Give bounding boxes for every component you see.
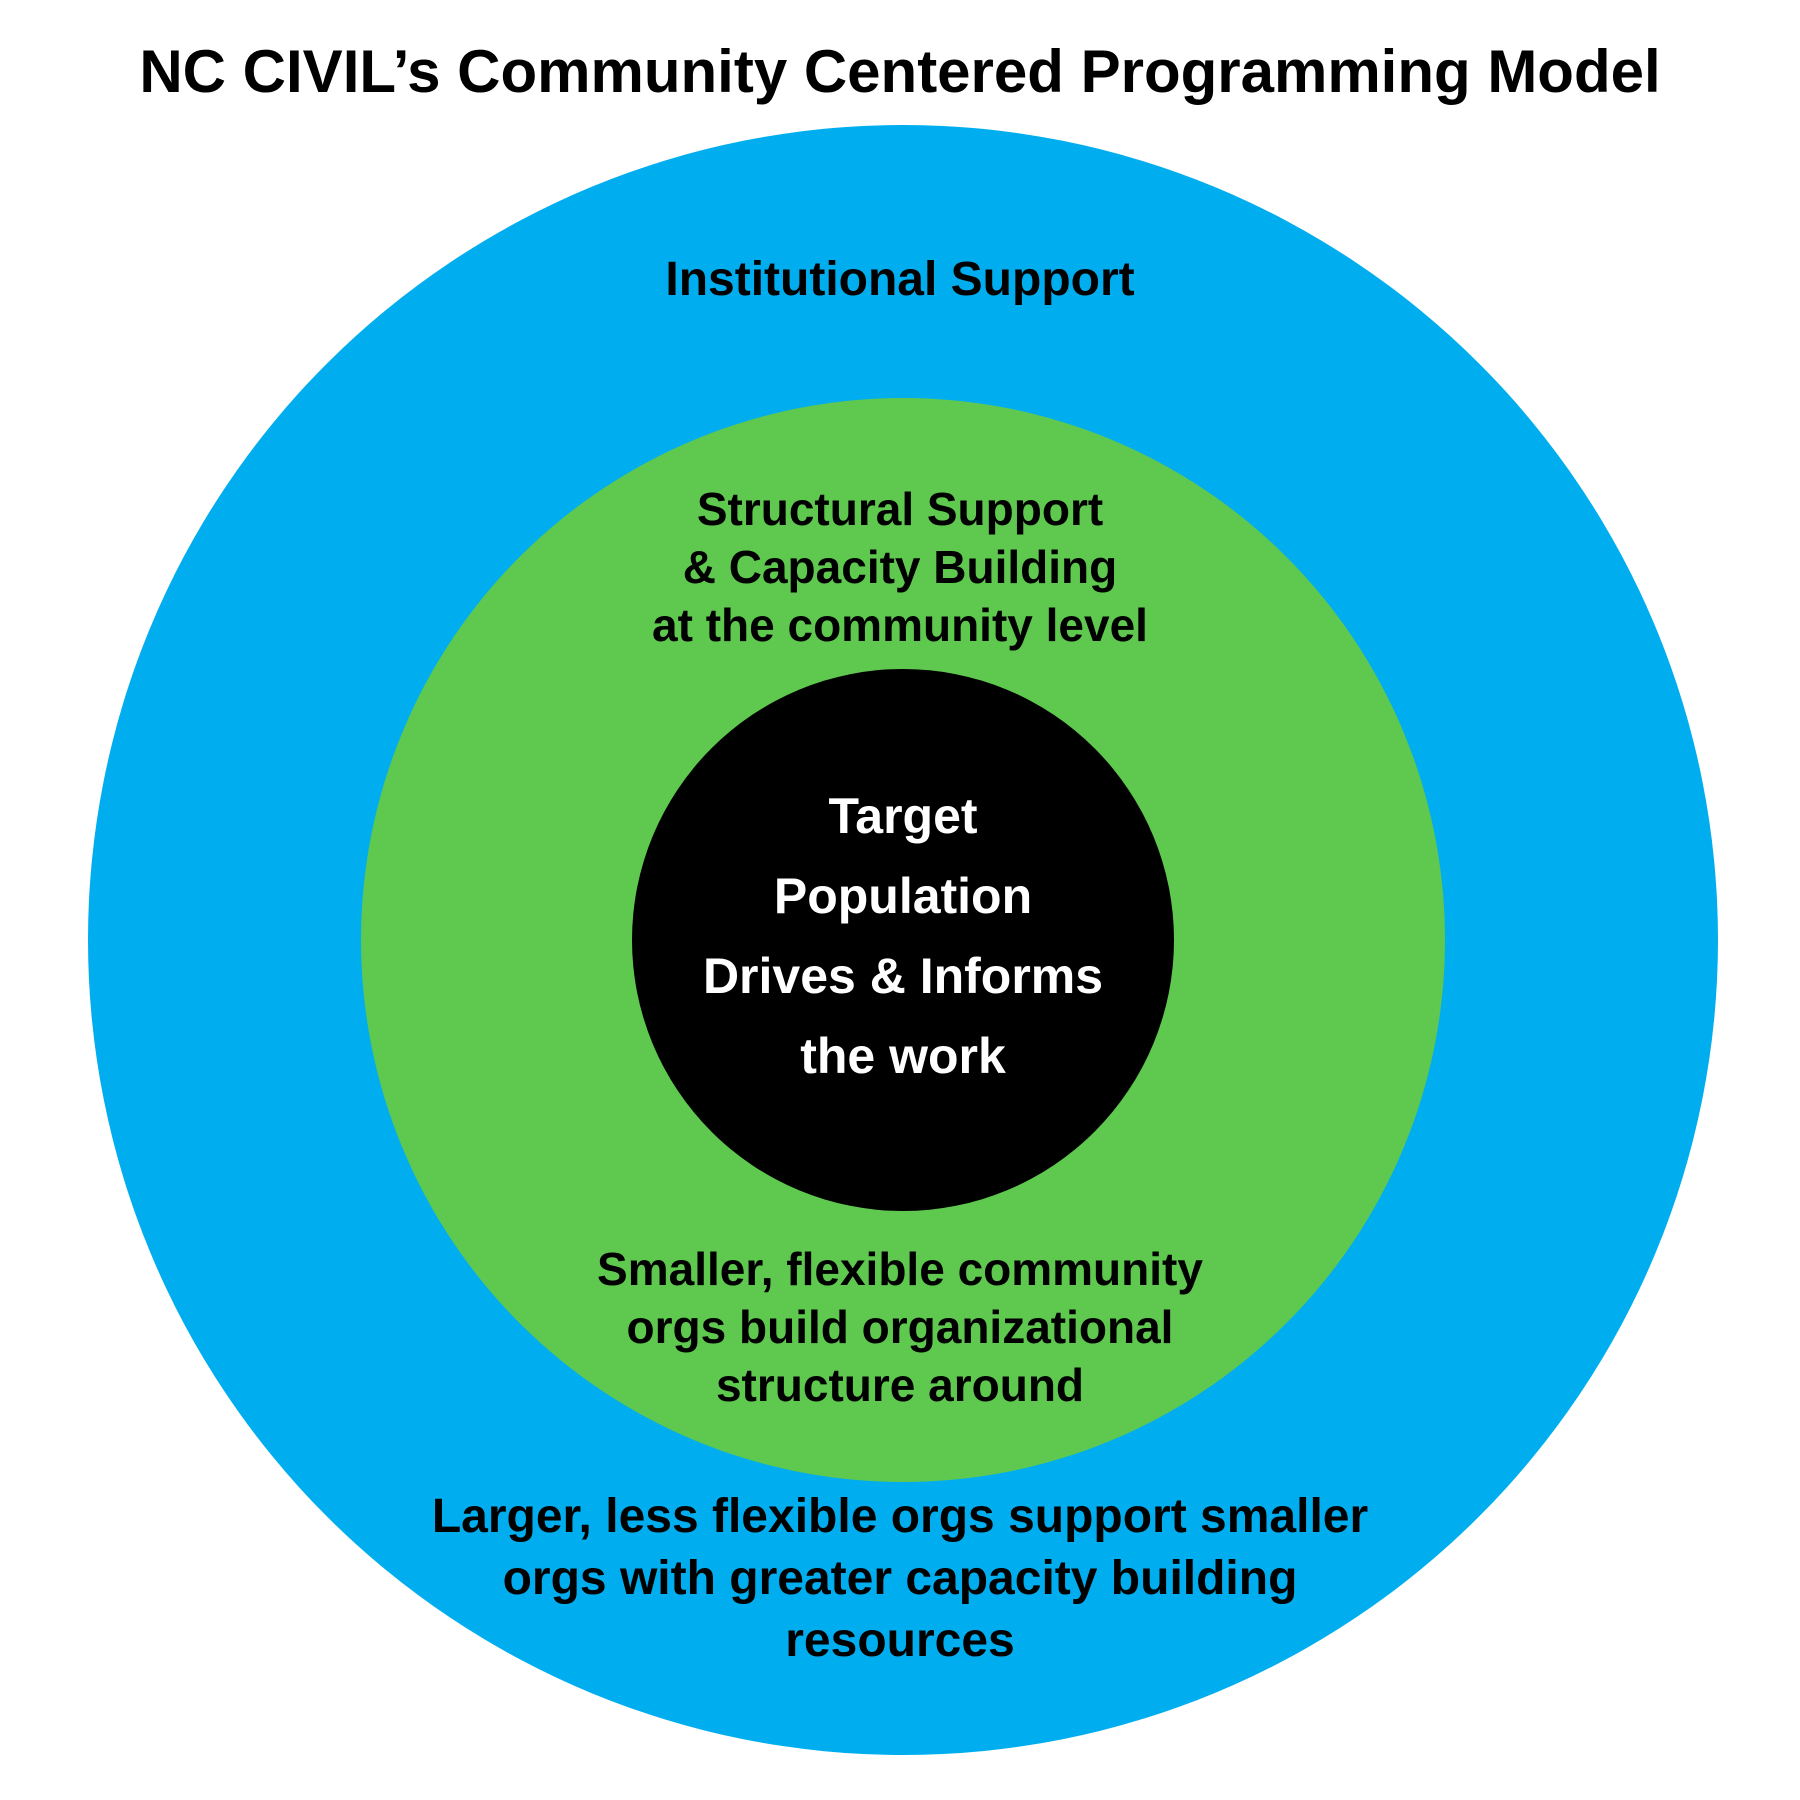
outer-ring-title: Institutional Support — [665, 253, 1135, 306]
middle-ring-title-line-1: Structural Support — [696, 483, 1104, 535]
inner-core-line-3: Drives & Informs — [702, 948, 1104, 1004]
middle-ring-title-line-2: & Capacity Building — [682, 541, 1118, 593]
inner-core-text: Target Population Drives & Informs the w… — [632, 776, 1174, 1096]
middle-ring-title: Structural Support & Capacity Building a… — [500, 480, 1300, 654]
inner-core-target-population — [632, 669, 1174, 1211]
middle-ring-description-line-2: orgs build organizational — [626, 1301, 1174, 1353]
inner-core-line-1: Target — [828, 788, 978, 844]
diagram-title: NC CIVIL’s Community Centered Programmin… — [139, 38, 1661, 105]
outer-ring-description-line-3: resources — [785, 1614, 1015, 1667]
middle-ring-description-line-3: structure around — [715, 1359, 1085, 1411]
outer-ring-description-line-2: orgs with greater capacity building — [502, 1552, 1298, 1605]
inner-core-line-2: Population — [773, 868, 1033, 924]
inner-core-line-4: the work — [800, 1028, 1006, 1084]
outer-ring-description: Larger, less flexible orgs support small… — [300, 1486, 1500, 1672]
outer-ring-description-line-1: Larger, less flexible orgs support small… — [431, 1490, 1369, 1543]
middle-ring-description-line-1: Smaller, flexible community — [597, 1243, 1203, 1295]
middle-ring-description: Smaller, flexible community orgs build o… — [450, 1240, 1350, 1414]
middle-ring-title-line-3: at the community level — [652, 599, 1148, 651]
